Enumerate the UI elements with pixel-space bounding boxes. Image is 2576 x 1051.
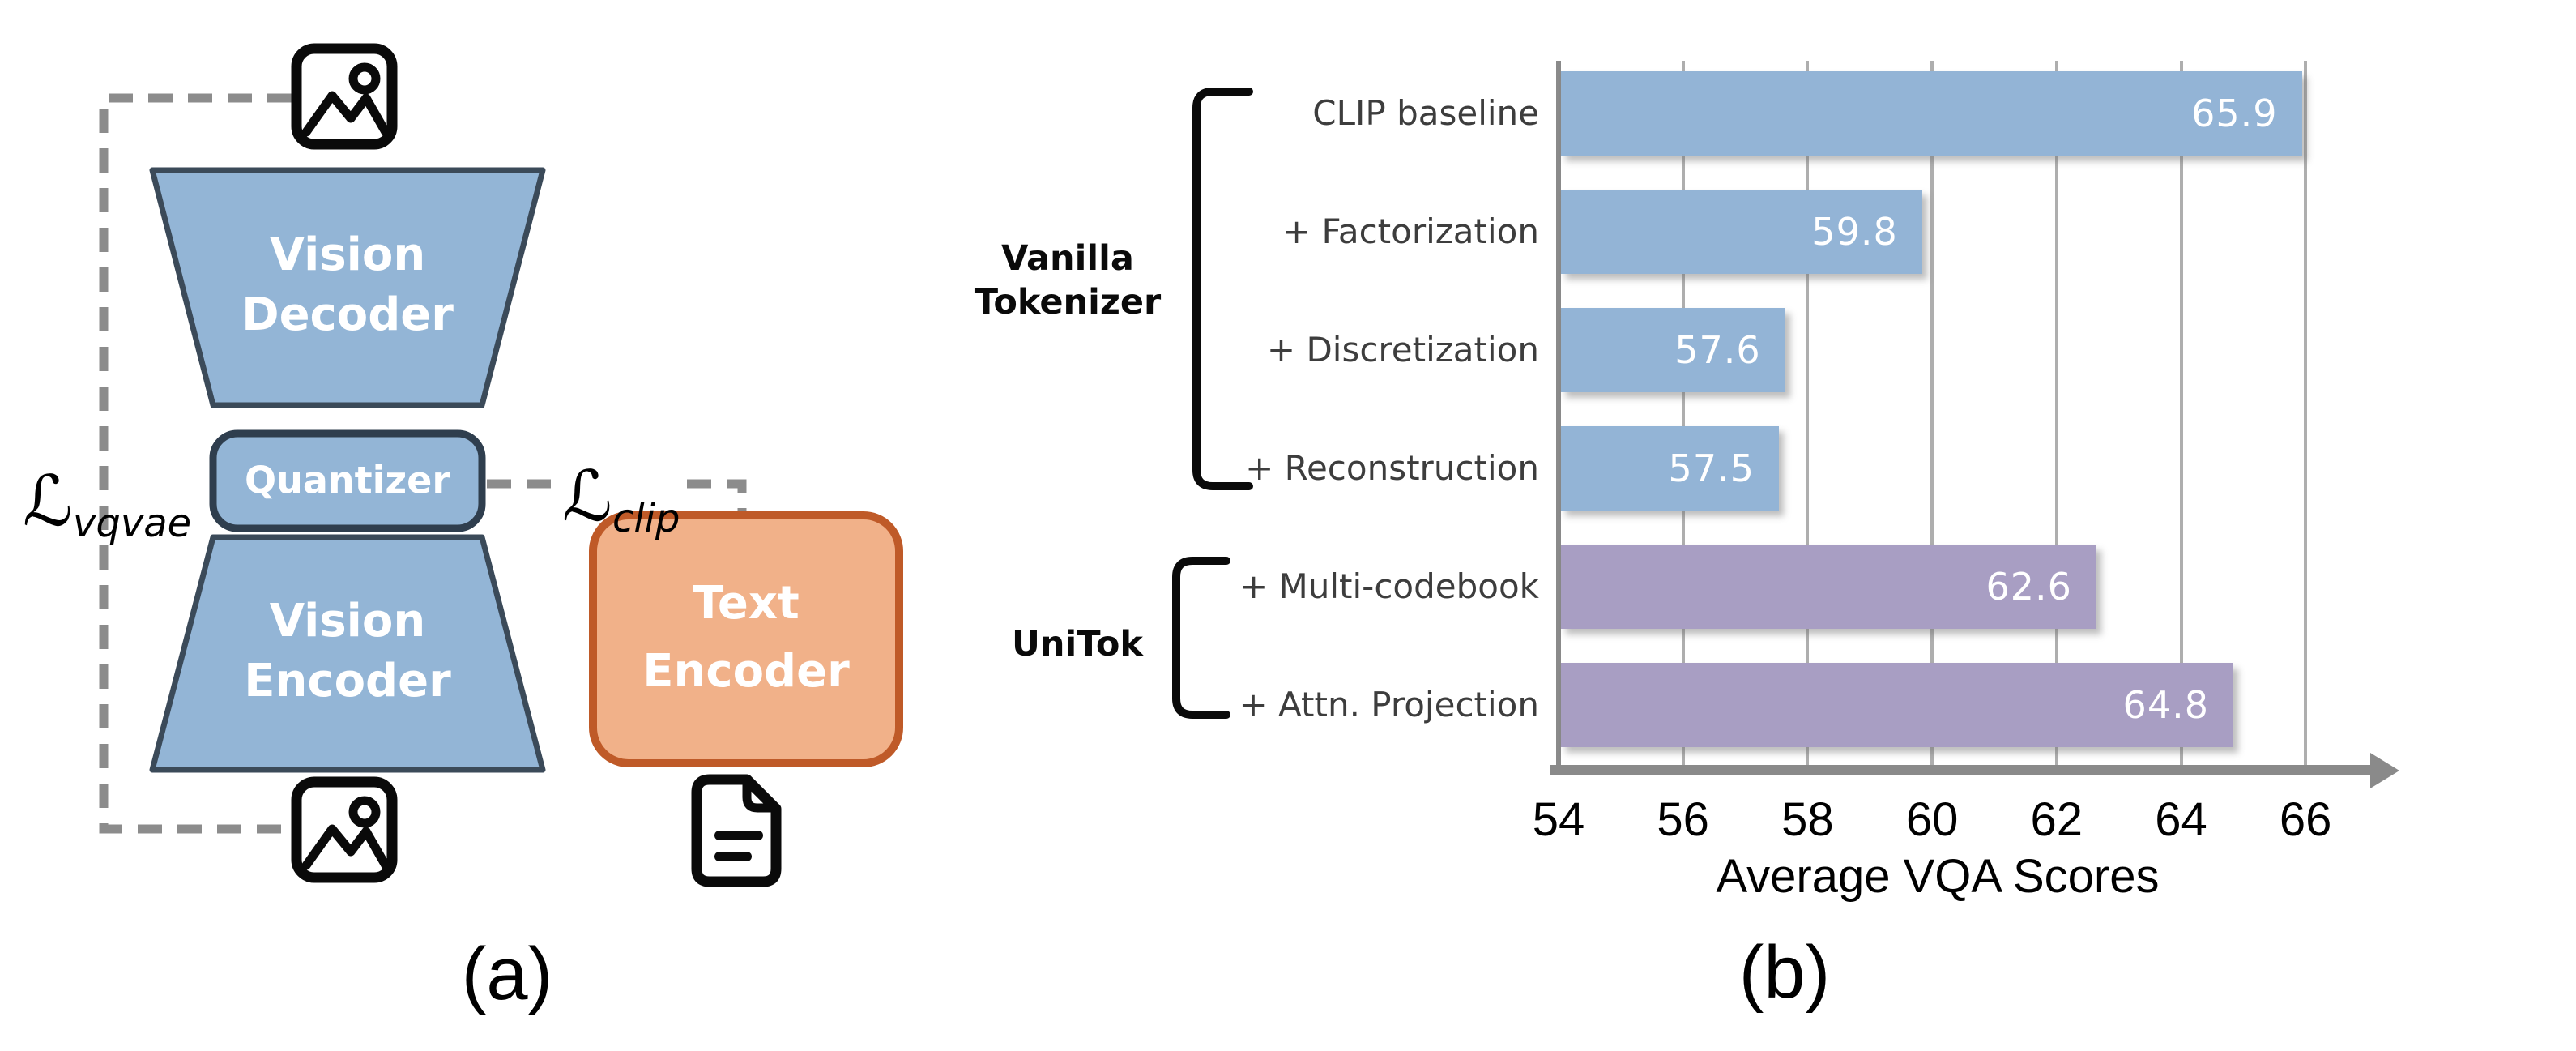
x-tick-label: 54 [1532, 793, 1585, 846]
vision-decoder-label-line1: Vision [270, 229, 425, 281]
bar-value-label: 57.5 [1668, 446, 1755, 490]
gridline [2304, 61, 2308, 765]
x-tick-label: 62 [2030, 793, 2083, 846]
category-label: + Attn. Projection [1239, 685, 1539, 724]
gridline [2054, 61, 2058, 765]
x-tick-label: 64 [2155, 793, 2207, 846]
loss-clip-label: ℒclip [562, 456, 680, 541]
architecture-diagram: Vision Decoder Quantizer Vision Encoder … [23, 43, 903, 887]
group-label-vanilla-tokenizer: Vanilla Tokenizer [974, 238, 1162, 323]
category-label: + Multi-codebook [1239, 566, 1539, 606]
x-tick-label: 56 [1657, 793, 1709, 846]
bar-value-label: 65.9 [2191, 92, 2278, 135]
gridline [1930, 61, 1934, 765]
bar-clip-baseline [1561, 71, 2302, 156]
x-axis-title: Average VQA Scores [1716, 850, 2160, 903]
document-icon [691, 774, 782, 887]
vision-decoder-block: Vision Decoder [149, 167, 546, 408]
category-label: + Reconstruction [1245, 448, 1539, 488]
category-label: + Discretization [1266, 330, 1539, 370]
image-icon [291, 43, 398, 150]
caption-a: (a) [461, 933, 553, 1015]
vision-encoder-label-line1: Vision [270, 595, 425, 647]
text-encoder-label-line1: Text [693, 577, 800, 630]
gridline [1681, 61, 1685, 765]
gridline [1806, 61, 1810, 765]
loss-vqvae-label: ℒvqvae [23, 461, 191, 546]
x-tick-label: 58 [1781, 793, 1834, 846]
bar-value-label: 64.8 [2122, 683, 2209, 727]
group-label-unitok: UniTok [1011, 624, 1144, 664]
category-label: CLIP baseline [1312, 93, 1539, 133]
quantizer-label: Quantizer [245, 459, 450, 502]
y-axis-line [1556, 61, 1561, 765]
clip-loss-dashed-line-right [687, 479, 747, 517]
bar--attn-projection [1561, 663, 2233, 747]
caption-b: (b) [1738, 931, 1831, 1014]
vision-encoder-label-line2: Encoder [244, 655, 451, 707]
quantizer-block: Quantizer [209, 429, 486, 532]
image-icon [291, 776, 398, 883]
vision-decoder-label-line2: Decoder [241, 288, 454, 341]
bar-value-label: 59.8 [1811, 210, 1898, 254]
bar--reconstruction [1561, 426, 1779, 511]
category-label: + Factorization [1282, 211, 1539, 251]
unitok-brace [1172, 557, 1230, 719]
gridline [2179, 61, 2183, 765]
bar--factorization [1561, 190, 1922, 274]
x-axis-line [1550, 765, 2372, 775]
text-encoder-block: Text Encoder [589, 511, 903, 767]
x-tick-label: 60 [1905, 793, 1959, 846]
x-axis-arrow-icon [2370, 753, 2399, 788]
vision-encoder-block: Vision Encoder [149, 534, 546, 773]
x-tick-label: 66 [2279, 793, 2332, 846]
text-encoder-label-line2: Encoder [642, 645, 850, 698]
vanilla-tokenizer-brace [1192, 88, 1253, 490]
bar-value-label: 62.6 [1985, 565, 2072, 609]
reconstruction-loop-dashed-line [99, 93, 292, 834]
bar--multi-codebook [1561, 545, 2096, 629]
bar-value-label: 57.6 [1674, 328, 1761, 372]
bar--discretization [1561, 308, 1785, 392]
